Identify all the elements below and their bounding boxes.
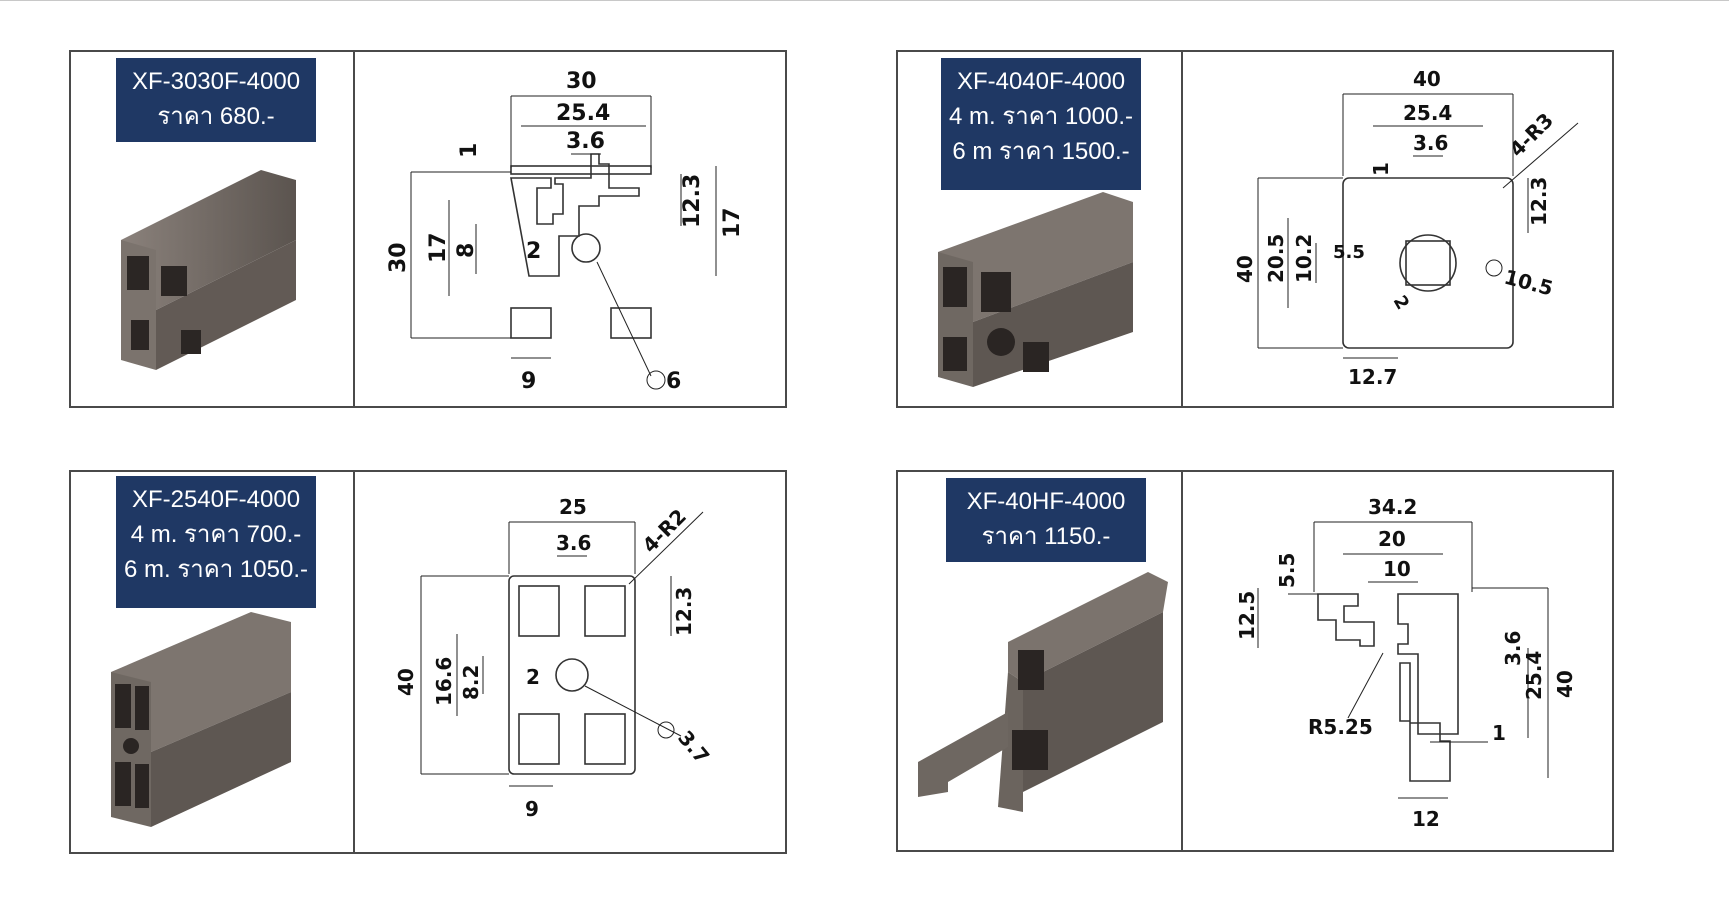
dim-label: 30 (386, 242, 411, 273)
dim-label: 25.4 (1403, 101, 1452, 125)
dim-label: 12.3 (1527, 177, 1551, 226)
dim-label: 30 (566, 69, 597, 94)
profile-photo (121, 170, 296, 370)
dim-label: 2 (1389, 292, 1413, 313)
dim-label: 12.7 (1348, 365, 1397, 389)
profile-drawing: 30 25.4 3.6 1 12.3 17 30 17 8 2 9 6 (386, 69, 745, 394)
product-price: 6 m ราคา 1500.- (952, 138, 1130, 165)
product-price: 6 m. ราคา 1050.- (124, 556, 308, 583)
product-code: XF-2540F-4000 (131, 486, 301, 513)
dim-label: 8.2 (459, 665, 483, 700)
dim-label: 25.4 (1522, 651, 1546, 700)
dim-label: 25 (559, 495, 587, 519)
product-price: ราคา 1150.- (981, 523, 1111, 550)
dim-label: 12.5 (1235, 591, 1259, 640)
product-label: XF-4040F-4000 4 m. ราคา 1000.- 6 m ราคา … (941, 58, 1141, 190)
dim-label: 8 (454, 243, 479, 258)
product-code: XF-3030F-4000 (131, 68, 301, 95)
card-divider (1181, 472, 1183, 850)
dim-label: 25.4 (556, 101, 610, 126)
dim-label: 2 (526, 239, 541, 264)
dim-label: 40 (394, 668, 418, 696)
dim-label: 9 (521, 369, 536, 394)
product-card-2540: XF-2540F-4000 4 m. ราคา 700.- 6 m. ราคา … (69, 470, 787, 854)
dim-label: 20.5 (1264, 234, 1288, 283)
card-divider (1181, 52, 1183, 406)
dim-label: 12.3 (680, 174, 705, 228)
product-code: XF-4040F-4000 (956, 68, 1126, 95)
dim-label: 1 (457, 143, 482, 158)
dim-label: 40 (1233, 255, 1257, 283)
product-price: 4 m. ราคา 700.- (130, 521, 302, 548)
dim-label: 1 (1492, 721, 1506, 745)
card-divider (353, 52, 355, 406)
profile-drawing: 25 3.6 4-R2 12.3 40 16.6 8.2 2 3.7 9 (394, 495, 714, 821)
dim-label: 10.2 (1292, 234, 1316, 283)
dim-label: 17 (426, 232, 451, 263)
dim-label: 40 (1413, 67, 1441, 91)
dim-label: 3.6 (566, 129, 605, 154)
dim-label: 20 (1378, 527, 1406, 551)
dim-label: 16.6 (432, 657, 456, 706)
dim-label: 34.2 (1368, 495, 1417, 519)
dim-label: 12 (1412, 807, 1440, 831)
card-divider (353, 472, 355, 852)
dim-label: 2 (526, 665, 540, 689)
dim-label: 17 (720, 207, 745, 238)
product-price: 4 m. ราคา 1000.- (949, 103, 1133, 130)
dim-label: 5.5 (1275, 553, 1299, 588)
profile-photo (111, 612, 291, 827)
dim-label: 3.6 (1413, 131, 1448, 155)
profile-photo (918, 572, 1168, 812)
profile-drawing: 40 25.4 3.6 4-R3 1 12.3 40 20.5 10.2 5.5… (1233, 67, 1579, 389)
dim-label: 3.6 (1501, 631, 1525, 666)
dim-label: 9 (525, 797, 539, 821)
top-rule (0, 0, 1729, 1)
product-price: ราคา 680.- (157, 103, 275, 130)
dim-label: 3.6 (556, 531, 591, 555)
dim-label: 12.3 (672, 587, 696, 636)
dim-label: 10.5 (1502, 265, 1556, 301)
dim-label: 1 (1369, 162, 1393, 176)
profile-drawing: 34.2 20 10 5.5 12.5 3.6 25.4 40 1 R5.25 … (1235, 495, 1577, 831)
product-card-3030: XF-3030F-4000 ราคา 680.- 30 (69, 50, 787, 408)
product-label: XF-40HF-4000 ราคา 1150.- (946, 478, 1146, 562)
product-label: XF-2540F-4000 4 m. ราคา 700.- 6 m. ราคา … (116, 476, 316, 608)
product-label: XF-3030F-4000 ราคา 680.- (116, 58, 316, 142)
dim-label: 5.5 (1333, 242, 1365, 263)
product-code: XF-40HF-4000 (966, 488, 1126, 515)
dim-label: 3.7 (673, 726, 714, 769)
dim-label: 10 (1383, 557, 1411, 581)
product-card-4040: XF-4040F-4000 4 m. ราคา 1000.- 6 m ราคา … (896, 50, 1614, 408)
dim-label: 6 (666, 369, 681, 394)
product-card-40hf: XF-40HF-4000 ราคา 1150.- 34.2 20 10 5.5 … (896, 470, 1614, 852)
dim-label: R5.25 (1308, 715, 1373, 739)
dim-label: 40 (1553, 670, 1577, 698)
profile-photo (938, 192, 1133, 387)
